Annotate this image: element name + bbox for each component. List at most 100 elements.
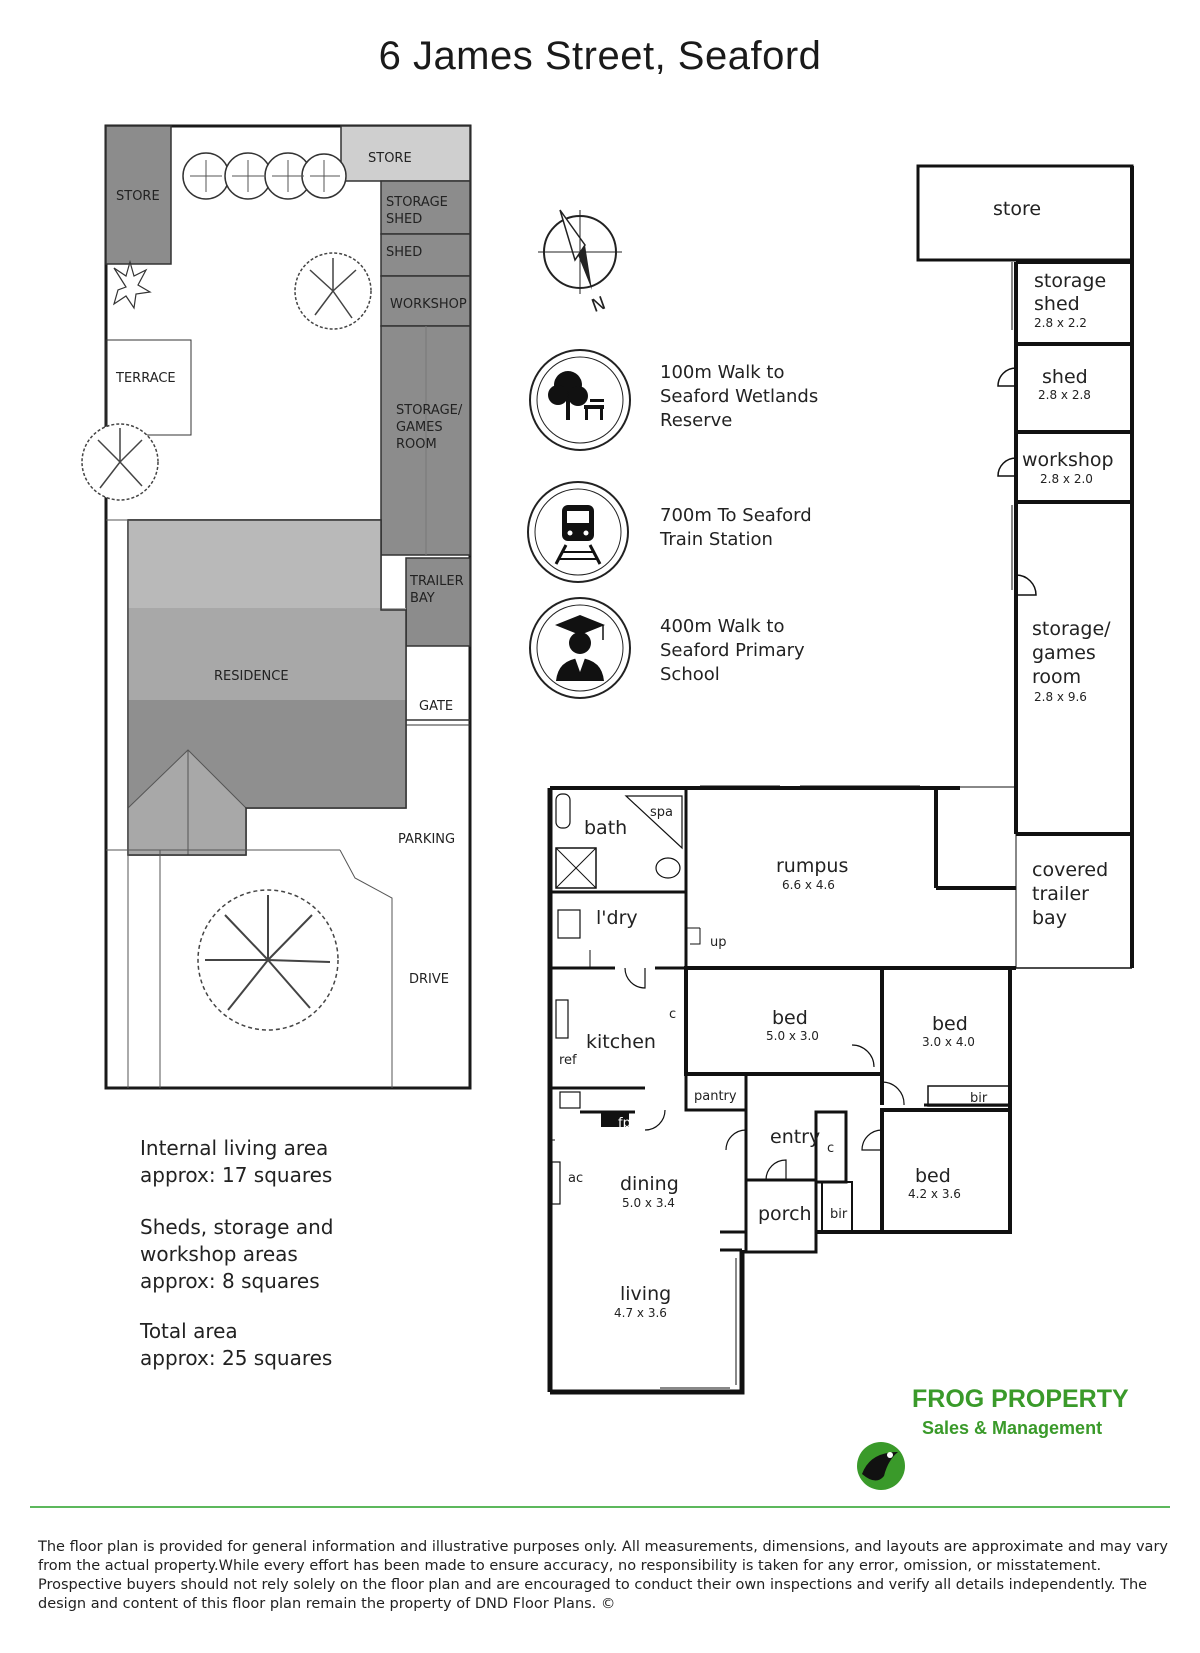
label-covered-trailer-bay-2: trailer [1032, 883, 1089, 905]
label-up: up [710, 935, 727, 950]
site-label-workshop: WORKSHOP [390, 297, 467, 312]
frog-logo-icon [857, 1442, 905, 1490]
label-bed1-dim: 5.0 x 3.0 [766, 1029, 819, 1043]
summary-living-line-1: Internal living area [140, 1136, 329, 1160]
site-label-store-left: STORE [116, 189, 160, 204]
site-store-top [340, 125, 471, 182]
feature-train-line-1: 700m To Seaford [660, 505, 812, 526]
site-label-trailer-bay-1: TRAILER [409, 574, 464, 589]
label-fp: fp [618, 1116, 631, 1131]
site-label-drive: DRIVE [409, 972, 449, 987]
label-storage-shed-2: shed [1034, 293, 1080, 315]
train-icon [554, 505, 602, 565]
site-label-terrace: TERRACE [115, 371, 176, 386]
disclaimer-text: The floor plan is provided for general i… [38, 1539, 1168, 1612]
compass-icon: N [538, 209, 622, 317]
page-title: 6 James Street, Seaford [378, 34, 822, 78]
label-workshop: workshop [1022, 449, 1114, 471]
summary-sheds-line-2: workshop areas [140, 1242, 298, 1266]
site-label-storage-games-2: GAMES [396, 420, 443, 435]
site-label-storage-shed-1: STORAGE [386, 195, 448, 210]
feature-school: 400m Walk to Seaford Primary School [529, 597, 805, 699]
label-storage-games-dim: 2.8 x 9.6 [1034, 690, 1087, 704]
label-store: store [993, 198, 1041, 220]
site-label-residence: RESIDENCE [214, 669, 289, 684]
label-ac: ac [568, 1171, 583, 1186]
brand-name: FROG PROPERTY [912, 1385, 1129, 1413]
site-label-storage-shed-2: SHED [386, 212, 422, 227]
label-spa: spa [650, 805, 673, 820]
label-storage-shed-1: storage [1034, 270, 1106, 292]
label-bir2: bir [830, 1207, 848, 1222]
summary-living-area: Internal living area approx: 17 squares [140, 1135, 332, 1189]
label-pantry: pantry [694, 1089, 737, 1104]
label-bed2-dim: 3.0 x 4.0 [922, 1035, 975, 1049]
feature-school-line-3: School [660, 664, 720, 685]
summary-sheds-area: Sheds, storage and workshop areas approx… [140, 1214, 333, 1295]
hedge-icon [182, 152, 347, 200]
site-store-left [105, 125, 172, 265]
label-workshop-dim: 2.8 x 2.0 [1040, 472, 1093, 486]
label-covered-trailer-bay-3: bay [1032, 907, 1067, 929]
compass-letter: N [589, 293, 609, 317]
label-c-entry: c [827, 1141, 834, 1156]
site-terrace [105, 339, 192, 436]
site-label-gate: GATE [419, 699, 453, 714]
feature-train: 700m To Seaford Train Station [527, 481, 812, 583]
label-living-dim: 4.7 x 3.6 [614, 1306, 667, 1320]
site-label-trailer-bay-2: BAY [410, 591, 435, 606]
label-rumpus-dim: 6.6 x 4.6 [782, 878, 835, 892]
label-storage-games-1: storage/ [1032, 618, 1111, 640]
label-shed-dim: 2.8 x 2.8 [1038, 388, 1091, 402]
label-bir1: bir [970, 1091, 988, 1106]
tree-bench-icon [548, 371, 604, 420]
summary-total-area: Total area approx: 25 squares [140, 1318, 332, 1372]
footer-divider [30, 1506, 1170, 1508]
label-kitchen: kitchen [586, 1031, 656, 1053]
floor-plan-labels: store storage shed 2.8 x 2.2 shed 2.8 x … [559, 198, 1114, 1320]
label-bed3-dim: 4.2 x 3.6 [908, 1187, 961, 1201]
label-bed3: bed [915, 1165, 951, 1187]
label-shed: shed [1042, 366, 1088, 388]
label-rumpus: rumpus [776, 855, 848, 877]
label-storage-shed-dim: 2.8 x 2.2 [1034, 316, 1087, 330]
tree-icon [81, 252, 372, 1031]
site-plan: STORE STORE STORAGE SHED SHED WORKSHOP T… [81, 124, 472, 1090]
feature-wetlands: 100m Walk to Seaford Wetlands Reserve [529, 349, 818, 451]
plant-icon [112, 259, 152, 310]
label-storage-games-3: room [1032, 666, 1081, 688]
label-bed2: bed [932, 1013, 968, 1035]
feature-wetlands-line-3: Reserve [660, 410, 732, 431]
feature-wetlands-line-2: Seaford Wetlands [660, 386, 818, 407]
label-c-kitchen: c [669, 1007, 676, 1022]
site-label-storage-games-1: STORAGE/ [396, 403, 463, 418]
site-label-parking: PARKING [398, 832, 455, 847]
feature-train-line-2: Train Station [659, 529, 773, 550]
brand-tagline: Sales & Management [922, 1418, 1103, 1438]
feature-school-line-2: Seaford Primary [660, 640, 805, 661]
label-covered-trailer-bay-1: covered [1032, 859, 1108, 881]
label-dining: dining [620, 1173, 679, 1195]
room-pantry [684, 1072, 748, 1112]
label-living: living [620, 1283, 671, 1305]
label-ref: ref [559, 1053, 577, 1068]
summary-sheds-line-1: Sheds, storage and [140, 1215, 334, 1239]
feature-wetlands-line-1: 100m Walk to [660, 362, 785, 383]
room-porch [744, 1178, 818, 1254]
label-dining-dim: 5.0 x 3.4 [622, 1196, 675, 1210]
summary-total-line-2: approx: 25 squares [140, 1346, 333, 1370]
summary-living-line-2: approx: 17 squares [140, 1163, 333, 1187]
label-bed1: bed [772, 1007, 808, 1029]
graduate-icon [555, 615, 605, 681]
label-storage-games-2: games [1032, 642, 1096, 664]
feature-school-line-1: 400m Walk to [660, 616, 785, 637]
site-label-storage-games-3: ROOM [396, 437, 437, 452]
label-entry: entry [770, 1126, 820, 1148]
summary-sheds-line-3: approx: 8 squares [140, 1269, 320, 1293]
label-porch: porch [758, 1203, 812, 1225]
label-laundry: l'dry [596, 907, 638, 929]
site-label-store-top: STORE [368, 151, 412, 166]
label-bath: bath [584, 817, 627, 839]
room-bir1 [927, 1085, 1011, 1107]
